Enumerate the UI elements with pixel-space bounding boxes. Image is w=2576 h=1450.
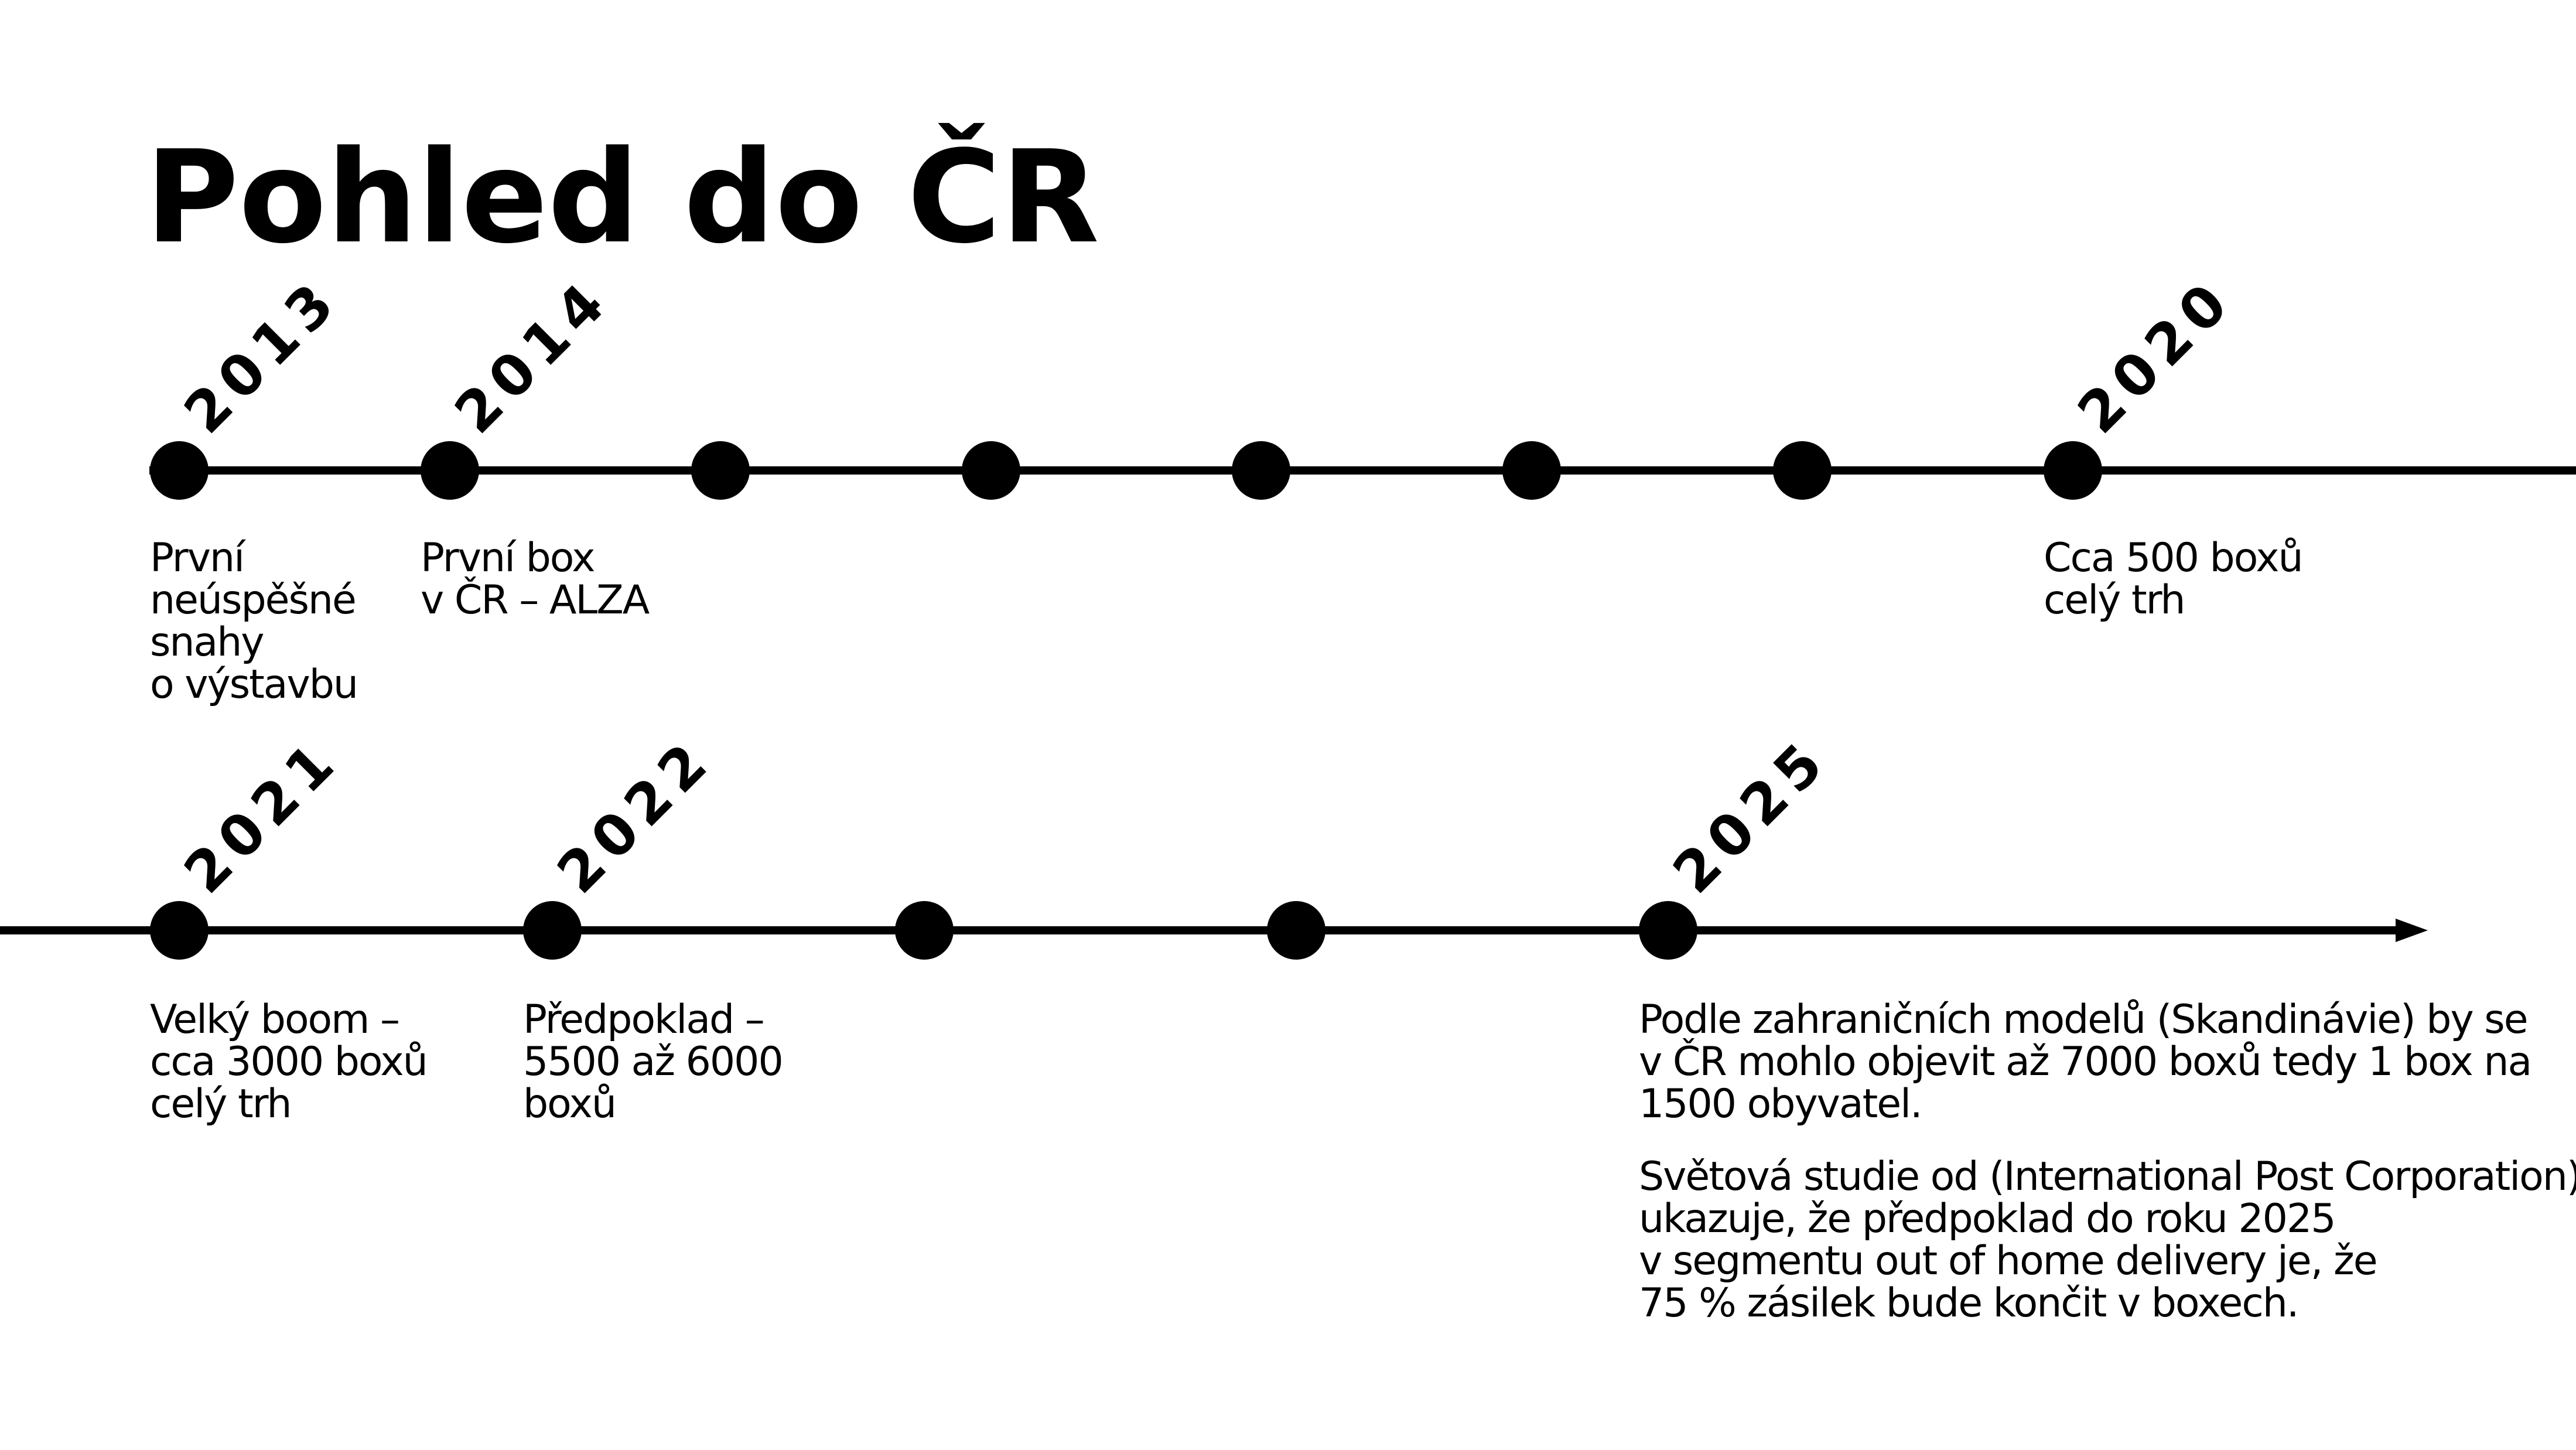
timeline-description-line: 75 % zásilek bude končit v boxech. (1639, 1280, 2298, 1326)
timeline-node (150, 901, 209, 960)
timeline-node (1773, 441, 1832, 500)
timeline-description-line: v ČR mohlo objevit až 7000 boxů tedy 1 b… (1639, 1038, 2531, 1085)
timeline-description-line: Světová studie od (International Post Co… (1639, 1154, 2576, 1200)
page-title: Pohled do ČR (145, 123, 1099, 272)
timeline-description-line: Cca 500 boxů (2044, 535, 2302, 581)
timeline-description-line: Předpoklad – (523, 997, 764, 1043)
timeline-node (1502, 441, 1561, 500)
timeline-node (895, 901, 954, 960)
timeline-node (1639, 901, 1697, 960)
timeline-description-line: Podle zahraničních modelů (Skandinávie) … (1639, 997, 2527, 1043)
timeline-description-line: v segmentu out of home delivery je, že (1639, 1238, 2377, 1284)
timeline-description-line: 1500 obyvatel. (1639, 1081, 1922, 1127)
timeline-description-line: o výstavbu (150, 661, 357, 708)
timeline-node (1232, 441, 1290, 500)
timeline-description-line: snahy (150, 619, 264, 666)
timeline-description-line: neúspěšné (150, 577, 356, 623)
timeline-arrowhead (2396, 919, 2428, 942)
timeline-description-line: cca 3000 boxů (150, 1039, 427, 1085)
timeline-description-line: celý trh (150, 1081, 291, 1127)
timeline-description-line: ukazuje, že předpoklad do roku 2025 (1639, 1196, 2335, 1242)
timeline-year-label: 2014 (442, 266, 623, 446)
timeline-node (1267, 901, 1325, 960)
timeline-year-label: 2021 (172, 726, 352, 906)
timeline-description-line: První (150, 535, 246, 581)
timeline-description-line: Velký boom – (150, 997, 399, 1043)
timeline-year-label: 2020 (2065, 266, 2246, 446)
timeline-description-line: celý trh (2044, 577, 2185, 623)
timeline-year-label: 2013 (172, 266, 352, 446)
timeline-year-label: 2022 (545, 726, 725, 906)
timeline-node (691, 441, 750, 500)
timeline-description-line: První box (421, 535, 595, 581)
timeline-description-line: v ČR – ALZA (421, 576, 650, 623)
timeline-node (150, 441, 209, 500)
timeline-node (962, 441, 1020, 500)
timeline-node (421, 441, 479, 500)
timeline-description-line: boxů (523, 1081, 616, 1127)
timeline-node (523, 901, 582, 960)
timeline-description-line: 5500 až 6000 (523, 1039, 783, 1085)
timeline-year-label: 2025 (1661, 726, 1841, 906)
timeline-node (2044, 441, 2102, 500)
